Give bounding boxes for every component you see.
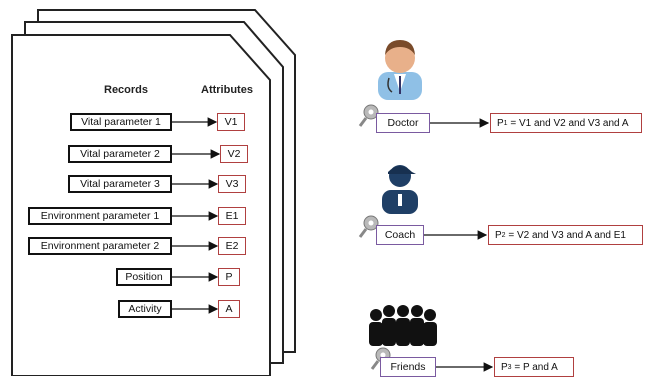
policy-doctor-prefix: P bbox=[497, 117, 504, 129]
attr-a: A bbox=[218, 300, 240, 318]
attr-v1: V1 bbox=[217, 113, 245, 131]
record-vital-1: Vital parameter 1 bbox=[70, 113, 172, 131]
policy-doctor-rest: = V1 and V2 and V3 and A bbox=[507, 117, 629, 129]
record-arrows bbox=[172, 117, 221, 314]
policy-coach-rest: = V2 and V3 and A and E1 bbox=[505, 229, 626, 241]
attr-p: P bbox=[218, 268, 240, 286]
records-header: Records bbox=[104, 84, 149, 96]
coach-icon bbox=[382, 165, 418, 214]
doctor-icon bbox=[378, 40, 422, 100]
doctor-key-icon bbox=[358, 104, 379, 127]
policy-coach-sub: 2 bbox=[501, 231, 506, 239]
attr-e2: E2 bbox=[218, 237, 246, 255]
attr-v3: V3 bbox=[218, 175, 246, 193]
role-doctor: Doctor bbox=[376, 113, 430, 133]
policy-friends-sub: 3 bbox=[507, 363, 512, 371]
record-environment-1: Environment parameter 1 bbox=[28, 207, 172, 225]
policy-doctor-sub: 1 bbox=[503, 119, 508, 127]
record-vital-2: Vital parameter 2 bbox=[68, 145, 172, 163]
role-coach: Coach bbox=[376, 225, 424, 245]
policy-friends-prefix: P bbox=[501, 361, 508, 373]
policy-friends-rest: = P and A bbox=[511, 361, 558, 373]
coach-key-icon bbox=[358, 215, 379, 238]
friends-icon bbox=[369, 305, 437, 346]
attr-e1: E1 bbox=[218, 207, 246, 225]
attr-v2: V2 bbox=[220, 145, 248, 163]
policy-coach-prefix: P bbox=[495, 229, 502, 241]
record-vital-3: Vital parameter 3 bbox=[68, 175, 172, 193]
record-activity: Activity bbox=[118, 300, 172, 318]
record-environment-2: Environment parameter 2 bbox=[28, 237, 172, 255]
attributes-header: Attributes bbox=[201, 84, 253, 96]
record-position: Position bbox=[116, 268, 172, 286]
role-friends: Friends bbox=[380, 357, 436, 377]
